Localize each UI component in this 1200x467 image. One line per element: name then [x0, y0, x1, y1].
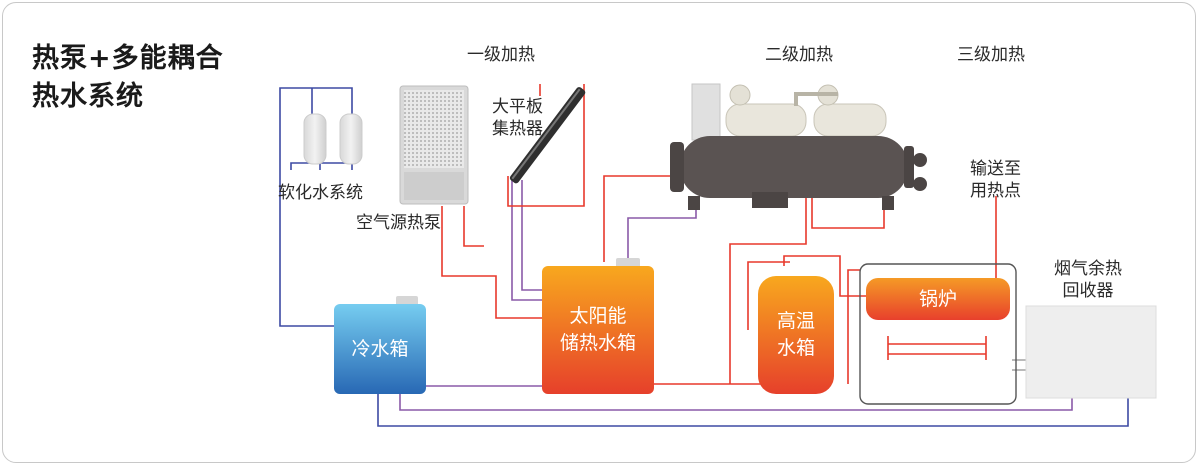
boiler-label: 锅炉: [918, 287, 957, 310]
flue-recovery-label-2: 回收器: [1062, 281, 1114, 301]
solar-tank-label-box: 太阳能 储热水箱: [542, 266, 654, 394]
hot-water-pipes: [441, 84, 997, 385]
solar-collector-label-2: 集热器: [492, 119, 543, 139]
solar-storage-tank: [542, 266, 654, 394]
heat-pump-unit-icon: [670, 83, 927, 210]
page-title-line2: 热水系统: [32, 81, 144, 112]
cold-tank-label-box: 冷水箱: [334, 304, 426, 394]
hot-tank-label-2: 水箱: [776, 337, 815, 359]
cold-water-pipes: [279, 87, 1129, 427]
stage3-label: 三级加热: [957, 45, 1025, 65]
high-temp-tank: [758, 276, 834, 394]
delivery-label-2: 用热点: [970, 181, 1021, 201]
stage1-label: 一级加热: [467, 45, 535, 65]
air-source-heat-pump-icon: [399, 85, 469, 205]
solar-collector-label-1: 大平板: [492, 97, 543, 117]
stage2-label: 二级加热: [765, 45, 833, 65]
page-title-line1: 热泵+多能耦合: [32, 43, 224, 74]
soft-water-label: 软化水系统: [278, 183, 363, 203]
solar-tank-cap: [616, 258, 640, 268]
soft-water-tanks: [303, 113, 363, 165]
flue-gas-recovery-unit: [1025, 305, 1157, 399]
cold-water-tank: [334, 304, 426, 394]
boiler: [866, 278, 1010, 320]
delivery-label-1: 输送至: [970, 159, 1021, 179]
air-heat-pump-label: 空气源热泵: [356, 213, 441, 233]
solar-tank-label-2: 储热水箱: [559, 332, 636, 354]
boiler-label-box: 锅炉: [866, 278, 1010, 320]
hot-tank-label-box: 高温 水箱: [758, 276, 834, 394]
hot-tank-label-1: 高温: [776, 310, 815, 332]
flue-pipe: [1012, 359, 1028, 371]
cold-tank-cap: [396, 296, 418, 306]
flue-recovery-label-1: 烟气余热: [1054, 259, 1122, 279]
cold-tank-label: 冷水箱: [351, 337, 409, 360]
boiler-enclosure: [859, 263, 1017, 405]
solar-tank-label-1: 太阳能: [569, 305, 627, 327]
solar-collector-icon: [509, 87, 586, 184]
